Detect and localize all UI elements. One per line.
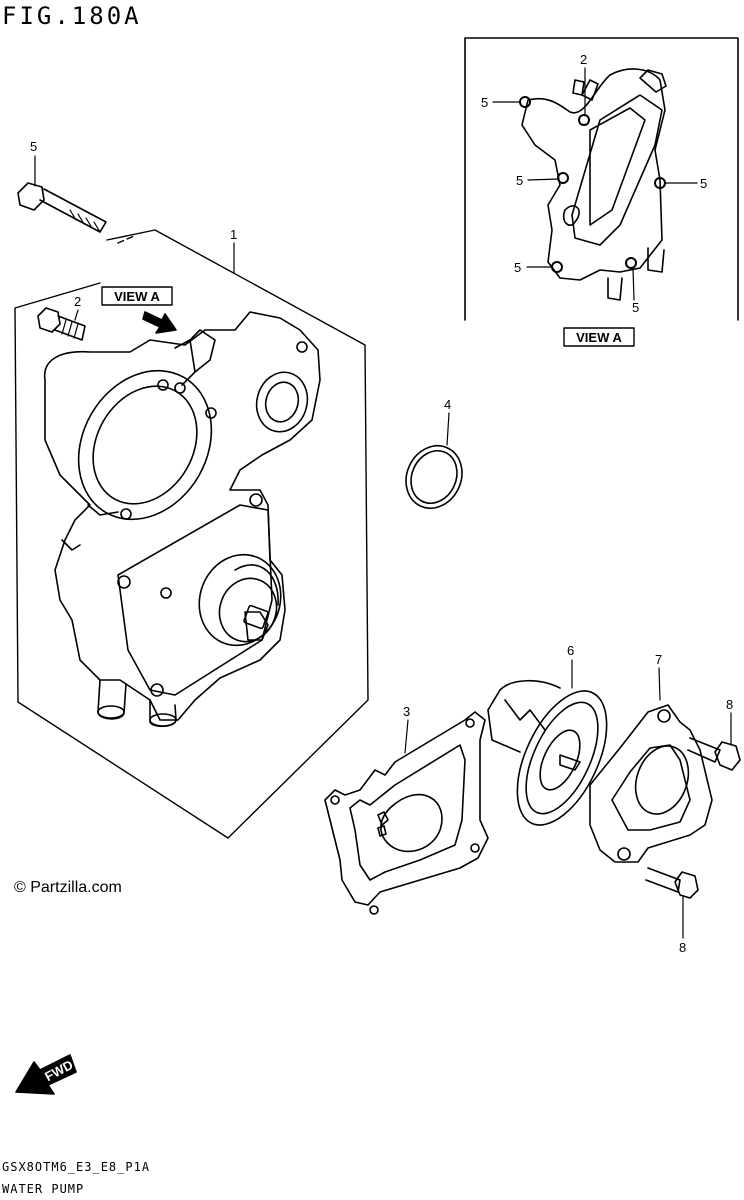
callout-8-lower: 8 [679, 940, 686, 955]
callout-4: 4 [444, 397, 451, 412]
thermostat-cover-part-7 [589, 704, 713, 863]
model-code: GSX8OTM6_E3_E8_P1A [2, 1160, 151, 1174]
view-a-label-inset: VIEW A [576, 330, 622, 345]
inset-leader-lines [492, 67, 698, 301]
callout-7: 7 [655, 652, 662, 667]
bolt-part-2 [37, 307, 86, 341]
callout-inset-5-b: 5 [516, 173, 523, 188]
callout-8-upper: 8 [726, 697, 733, 712]
figure-title: FIG.180A [2, 2, 142, 30]
view-a-label-main: VIEW A [114, 289, 160, 304]
callout-3: 3 [403, 704, 410, 719]
callout-inset-5-c: 5 [700, 176, 707, 191]
section-name: WATER PUMP [2, 1182, 85, 1196]
part-1-box [14, 229, 369, 839]
watermark: © Partzilla.com [14, 879, 122, 896]
callout-5: 5 [30, 139, 37, 154]
thermostat-part-6 [487, 679, 608, 826]
water-pump-body [43, 311, 321, 728]
callout-inset-2: 2 [580, 52, 587, 67]
view-direction-arrow-icon [142, 311, 177, 334]
view-a-label-main-box [101, 286, 173, 306]
fwd-arrow-icon [15, 1054, 77, 1095]
o-ring-part-4 [405, 445, 463, 509]
main-leader-lines [34, 155, 732, 939]
bolt-part-8-lower [645, 867, 699, 899]
bolt-part-8-upper [687, 737, 741, 771]
callout-inset-5-a: 5 [481, 95, 488, 110]
callout-inset-5-d: 5 [514, 260, 521, 275]
gasket-part-3 [324, 711, 489, 915]
callout-1: 1 [230, 227, 237, 242]
callout-2: 2 [74, 294, 81, 309]
view-a-inset-frame [464, 37, 739, 321]
inset-pump-outline [521, 68, 667, 301]
view-a-label-inset-box [563, 327, 635, 347]
bolt-part-5 [17, 182, 107, 233]
callout-inset-5-e: 5 [632, 300, 639, 315]
callout-6: 6 [567, 643, 574, 658]
